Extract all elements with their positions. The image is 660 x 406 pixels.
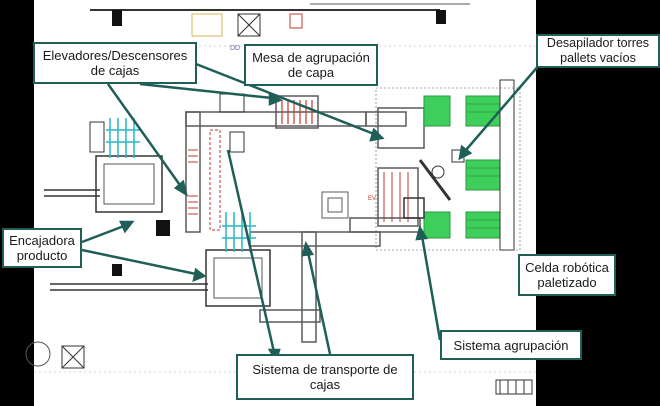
callout-agrupacion-text: Sistema agrupación <box>453 337 569 353</box>
grouping-area: EV <box>349 107 425 233</box>
wall-column <box>436 10 446 24</box>
drawing-label-ev: EV <box>368 196 376 202</box>
callout-celda-text: Celda robótica paletizado <box>525 260 609 290</box>
small-structure <box>229 131 245 153</box>
callout-elevadores: Elevadores/Descensores de cajas <box>33 42 197 84</box>
callout-encajadora-text: Encajadora producto <box>9 233 75 263</box>
conveyor-left-vertical <box>185 111 221 233</box>
callout-transporte: Sistema de transporte de cajas <box>236 354 414 400</box>
callout-celda: Celda robótica paletizado <box>518 254 616 296</box>
floor-circle <box>25 341 51 367</box>
wall-column <box>112 10 122 26</box>
floor-box <box>61 345 85 369</box>
callout-desapilador-text: Desapilador torres pallets vacíos <box>546 36 650 65</box>
callout-mesa-text: Mesa de agrupación de capa <box>252 50 370 80</box>
floor-stair <box>495 379 533 395</box>
marker-box <box>289 13 303 29</box>
zone-box <box>191 13 223 37</box>
packer-machine-1 <box>44 118 170 236</box>
callout-arrows <box>81 62 541 364</box>
callout-mesa: Mesa de agrupación de capa <box>244 44 378 86</box>
callout-transporte-text: Sistema de transporte de cajas <box>252 362 398 392</box>
dark-margin-left <box>0 0 34 406</box>
drawing-label-dd: DD <box>230 45 240 52</box>
robotic-cell <box>375 79 521 251</box>
callout-agrupacion: Sistema agrupación <box>440 330 582 360</box>
callout-elevadores-text: Elevadores/Descensores de cajas <box>42 48 188 78</box>
callout-desapilador: Desapilador torres pallets vacíos <box>536 34 660 68</box>
door-box <box>237 13 261 37</box>
callout-encajadora: Encajadora producto <box>2 228 82 268</box>
